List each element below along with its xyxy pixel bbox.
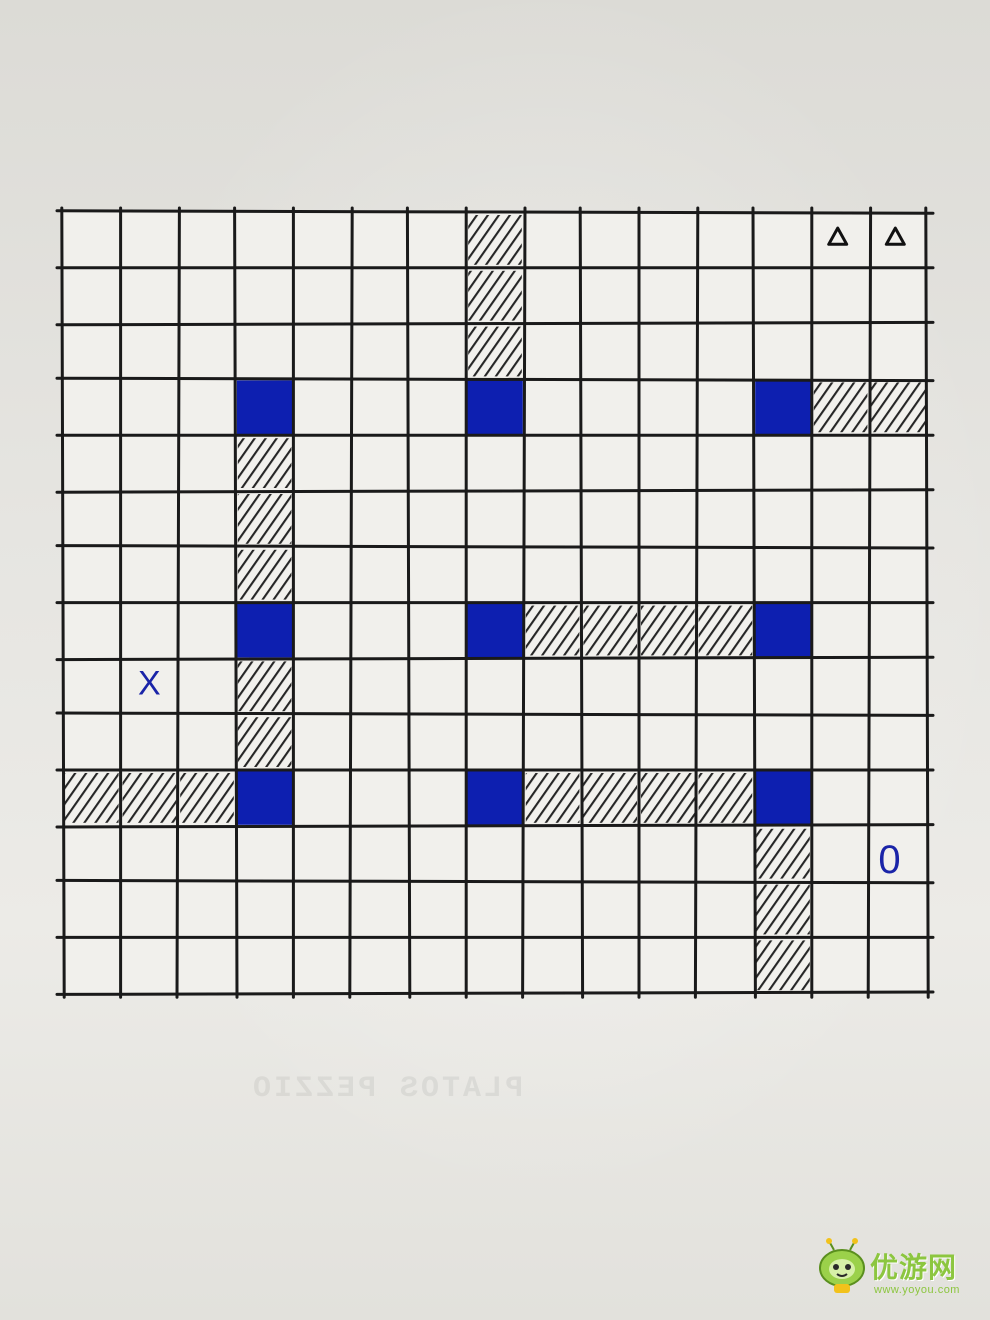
hatched-cell[interactable] bbox=[813, 382, 868, 433]
hatched-cell[interactable] bbox=[641, 605, 695, 656]
blue-cell[interactable] bbox=[236, 603, 293, 658]
grid-line-horizontal bbox=[55, 320, 935, 327]
hatched-cell[interactable] bbox=[468, 215, 522, 265]
blue-cell[interactable] bbox=[467, 380, 523, 435]
blue-cell[interactable] bbox=[755, 603, 811, 658]
hatched-cell[interactable] bbox=[180, 773, 234, 823]
blue-cell[interactable] bbox=[236, 380, 293, 435]
watermark-url: www.yoyou.com bbox=[874, 1284, 960, 1296]
grid-line-horizontal bbox=[55, 711, 935, 717]
hatched-cell[interactable] bbox=[237, 549, 292, 600]
triangle-marker[interactable] bbox=[884, 226, 906, 246]
hatched-cell[interactable] bbox=[641, 773, 695, 823]
o-marker[interactable]: 0 bbox=[878, 838, 900, 882]
grid-line-horizontal bbox=[55, 376, 935, 383]
hatched-cell[interactable] bbox=[237, 494, 292, 544]
grid-line-horizontal bbox=[55, 488, 935, 494]
grid-line-horizontal bbox=[55, 990, 935, 996]
hatched-cell[interactable] bbox=[698, 605, 753, 656]
watermark[interactable]: 优游网 www.yoyou.com bbox=[816, 1238, 976, 1308]
alien-mascot-icon bbox=[819, 1238, 865, 1293]
hatched-cell[interactable] bbox=[583, 773, 637, 823]
hatched-cell[interactable] bbox=[237, 661, 292, 712]
blue-cell[interactable] bbox=[467, 603, 523, 658]
x-marker[interactable]: X bbox=[138, 665, 161, 703]
marker-layer: X0 bbox=[138, 226, 906, 882]
hatched-cell[interactable] bbox=[756, 828, 810, 879]
bleed-through-text: PLATOS PEZZIO bbox=[250, 1072, 524, 1106]
hatched-cell[interactable] bbox=[237, 717, 292, 767]
hatched-cell[interactable] bbox=[122, 773, 177, 823]
triangle-marker[interactable] bbox=[827, 226, 849, 246]
blue-cell[interactable] bbox=[467, 771, 523, 825]
grid-lines bbox=[55, 206, 935, 999]
hatched-cell[interactable] bbox=[525, 605, 580, 656]
blue-cell[interactable] bbox=[755, 380, 811, 435]
hatched-cell[interactable] bbox=[871, 382, 925, 433]
grid-line-horizontal bbox=[55, 209, 935, 215]
hatched-cell[interactable] bbox=[756, 940, 810, 991]
hatched-cell[interactable] bbox=[468, 326, 522, 377]
hatched-cell[interactable] bbox=[756, 884, 810, 935]
grid-line-horizontal bbox=[55, 823, 935, 829]
blue-cell[interactable] bbox=[236, 771, 293, 825]
hatched-cell[interactable] bbox=[698, 773, 753, 823]
hatched-cell[interactable] bbox=[525, 773, 580, 823]
grid-line-horizontal bbox=[55, 544, 935, 550]
hatched-cell[interactable] bbox=[468, 270, 522, 321]
grid-line-horizontal bbox=[55, 655, 935, 662]
watermark-title: 优游网 bbox=[870, 1251, 958, 1284]
grid-line-horizontal bbox=[55, 878, 935, 885]
hatched-cell[interactable] bbox=[583, 605, 637, 656]
hatched-cell[interactable] bbox=[65, 773, 119, 823]
hatched-cell[interactable] bbox=[237, 438, 292, 488]
blue-cell[interactable] bbox=[755, 771, 811, 825]
